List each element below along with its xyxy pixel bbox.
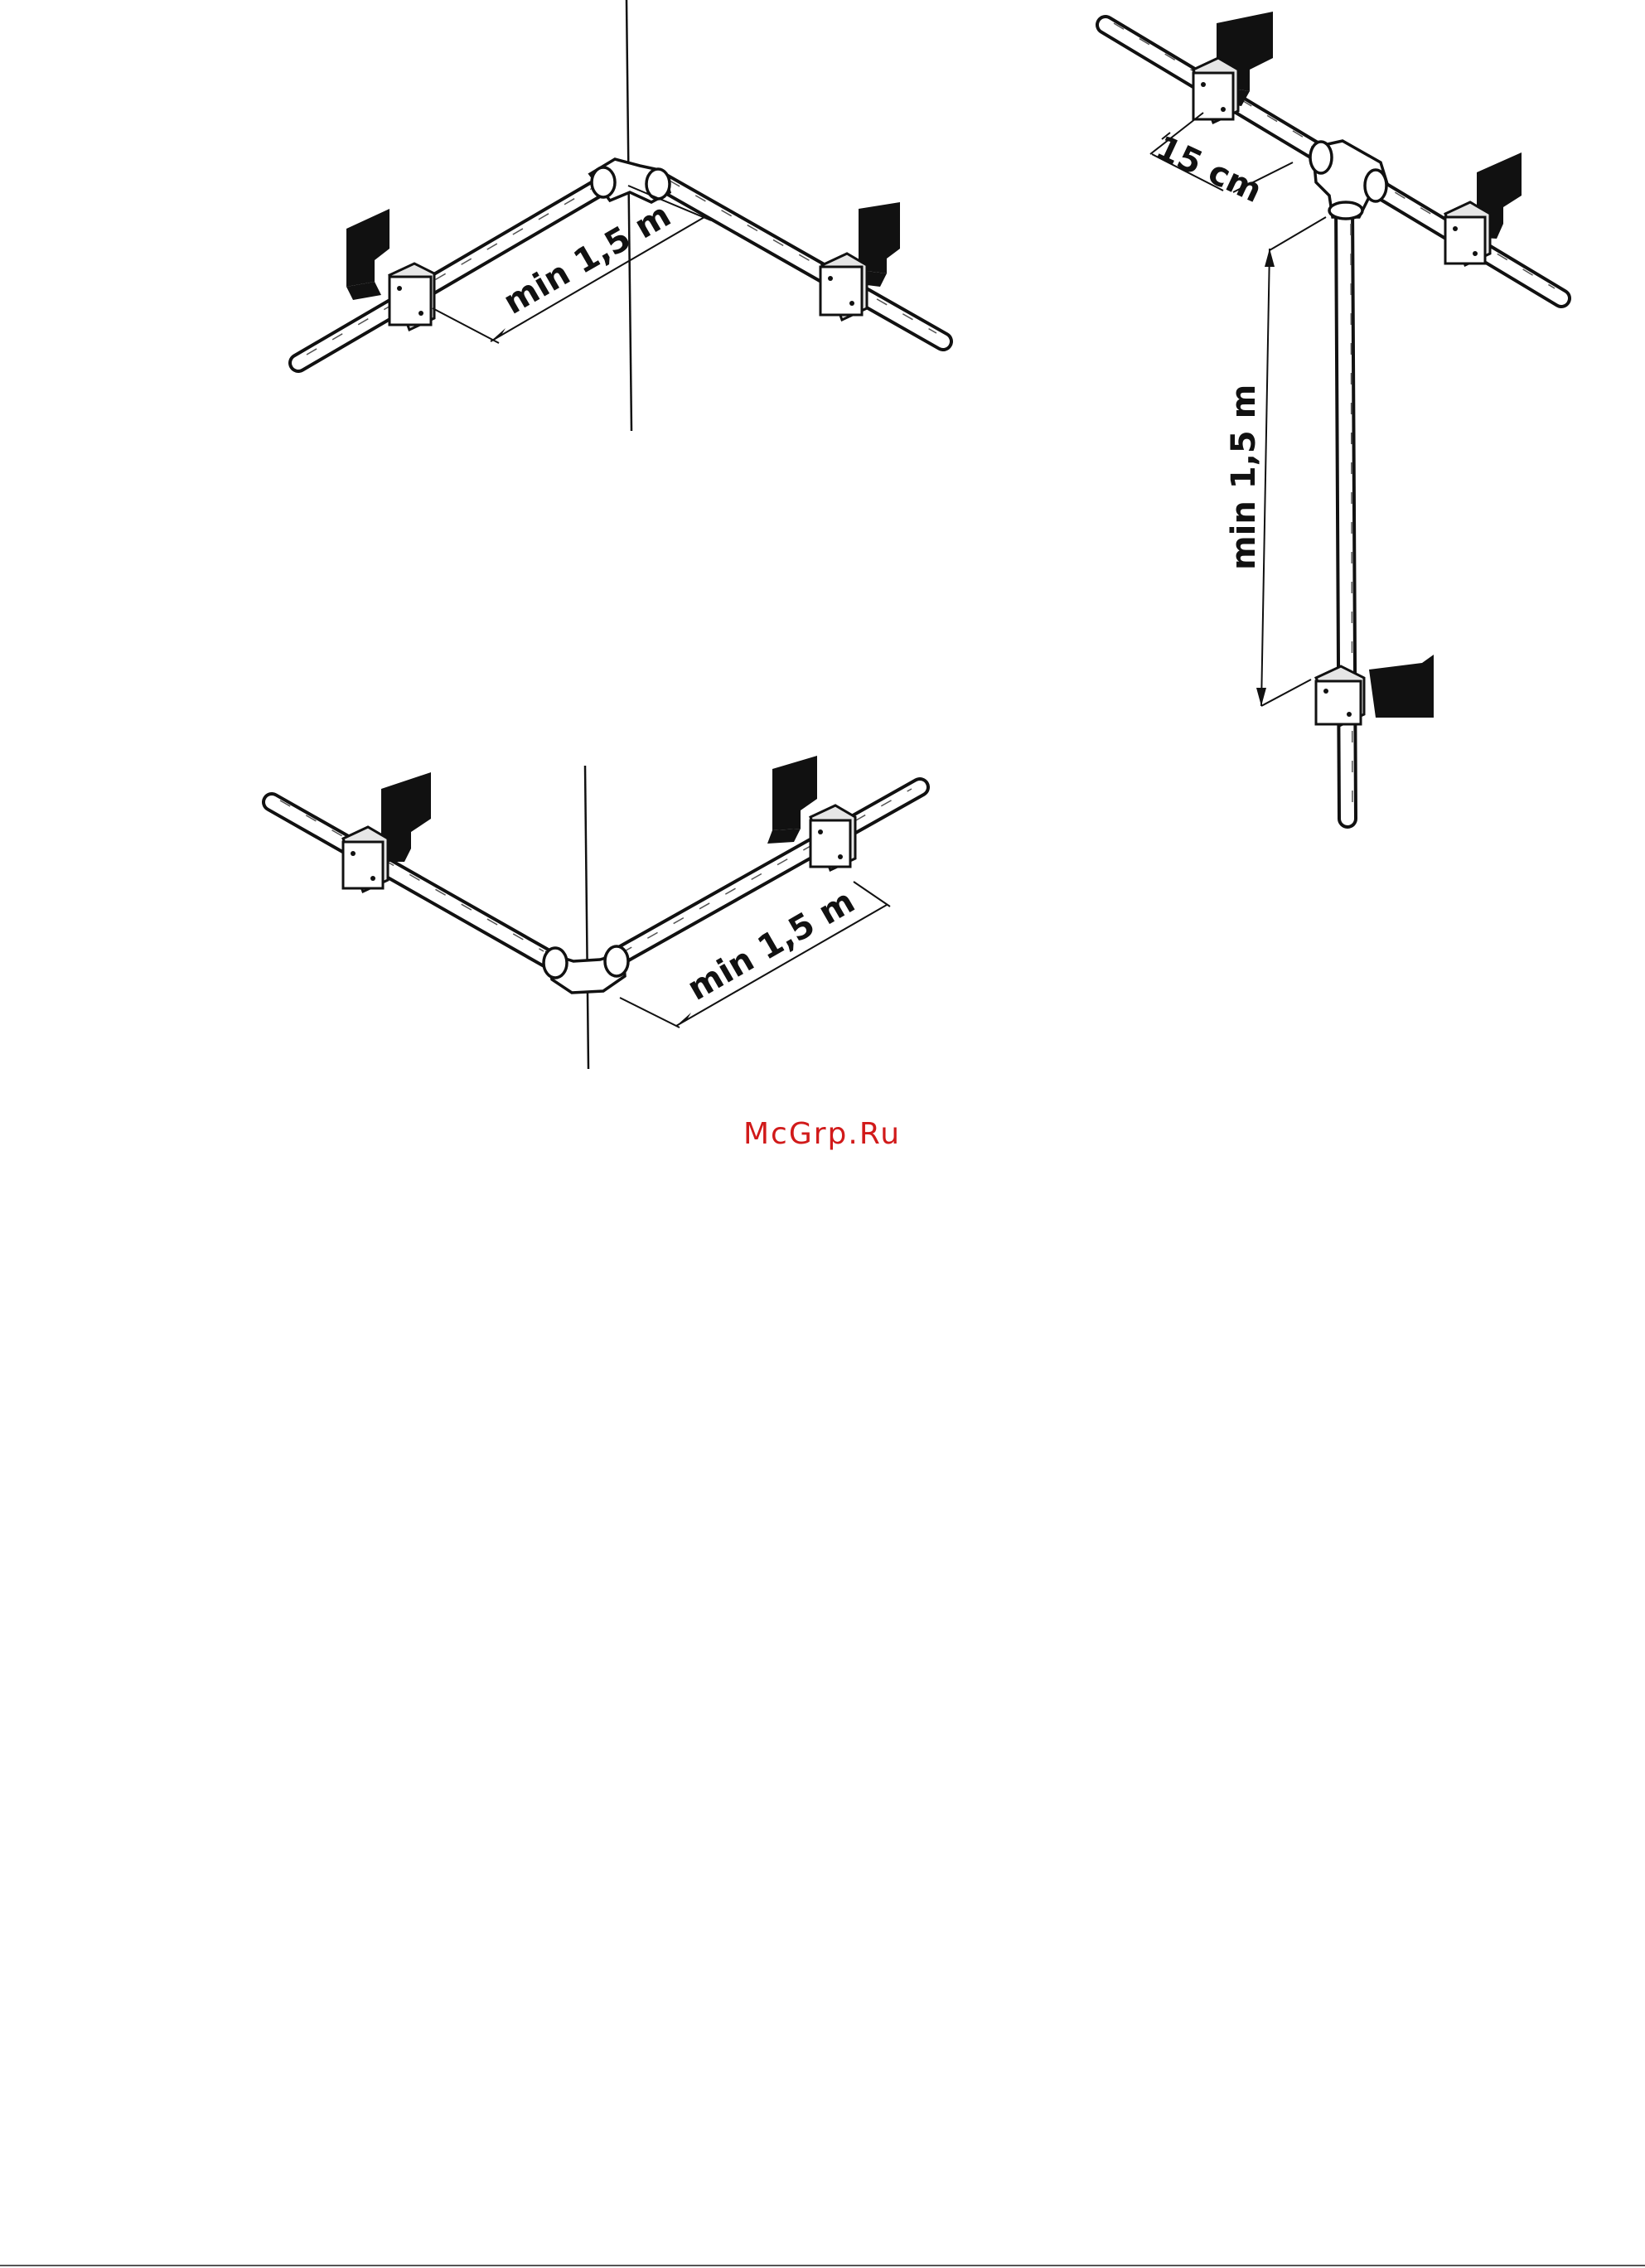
tee-fitting (1310, 141, 1387, 219)
wall-bracket-left (346, 209, 389, 300)
pipe-clamp-upper-right (1445, 202, 1490, 265)
figure-bottom-left: min 1,5 m (272, 756, 920, 1069)
page-bottom-rule (0, 2265, 1645, 2266)
pipe-clamp-right (810, 805, 855, 870)
figure-right: 15 cm min 1,5 m (1106, 12, 1561, 819)
vertical-dimension-line (1256, 217, 1326, 706)
wall-corner-line (585, 766, 588, 1069)
dimension-label: min 1,5 m (497, 196, 677, 322)
pipe-clamp-left (389, 264, 434, 330)
right-pipe (663, 181, 943, 341)
elbow-fitting (544, 946, 628, 993)
pipe-clamp-upper-left (1193, 58, 1238, 123)
vertical-dimension-label: min 1,5 m (1225, 384, 1263, 570)
branch-pipe (1344, 202, 1352, 819)
pipe-clamp-right (820, 254, 867, 320)
pipe-clamp-lower (1316, 666, 1364, 726)
pipe-clamp-left (343, 827, 388, 892)
figure-top-left: min 1,5 m (298, 0, 943, 431)
offset-label: 15 cm (1150, 128, 1268, 210)
wall-bracket-lower (1369, 655, 1434, 718)
watermark-text: McGrp.Ru (743, 1117, 901, 1151)
